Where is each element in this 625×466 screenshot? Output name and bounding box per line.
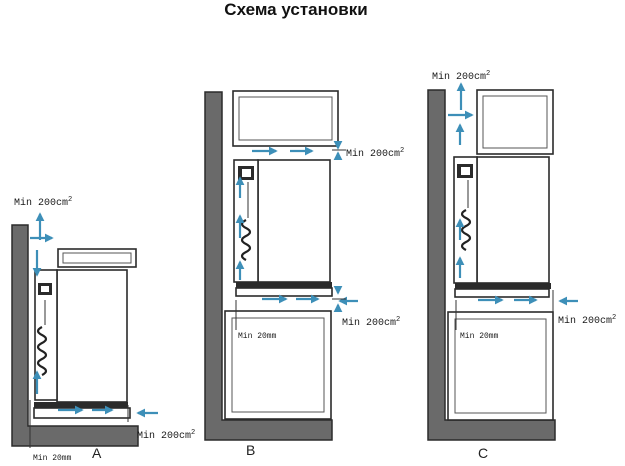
vent-label-b-top: Min 200cm2	[346, 147, 404, 160]
variant-label-b: B	[246, 442, 255, 458]
vent-label-a-top: Min 200cm2	[14, 196, 72, 209]
variant-b: Min 200cm2 Min 200cm2 Min 20mm B	[204, 90, 404, 458]
gap-label-c: Min 20mm	[460, 332, 499, 341]
wall-c	[427, 89, 556, 441]
appliance-c	[476, 156, 550, 284]
variant-a: Min 200cm2 Min 200cm2 Min 20mm A	[11, 196, 195, 463]
variant-label-a: A	[92, 445, 102, 461]
top-cabinet-c	[476, 89, 554, 155]
vent-label-c-bottom: Min 200cm2	[558, 314, 616, 327]
diagram-title: Схема установки	[224, 0, 367, 19]
variant-label-c: C	[478, 445, 488, 461]
bottom-cabinet-b	[224, 310, 332, 420]
wall-a	[11, 224, 139, 447]
condenser-coil-b	[240, 219, 252, 261]
bottom-cabinet-c	[447, 311, 554, 421]
wall-b	[204, 91, 333, 441]
appliance-a	[56, 269, 128, 403]
variant-c: Min 200cm2 Min 200cm2 Min 20mm C	[427, 70, 616, 461]
vent-label-a-bottom: Min 200cm2	[137, 429, 195, 442]
vent-label-c-top: Min 200cm2	[432, 70, 490, 83]
top-cabinet-b	[232, 90, 339, 147]
gap-label-a: Min 20mm	[33, 454, 72, 463]
top-cabinet-a	[57, 248, 137, 268]
appliance-b	[257, 159, 331, 283]
gap-label-b: Min 20mm	[238, 332, 277, 341]
vent-label-b-bottom: Min 200cm2	[342, 316, 400, 329]
condenser-coil-a	[36, 326, 48, 376]
condenser-coil-c	[460, 209, 472, 251]
